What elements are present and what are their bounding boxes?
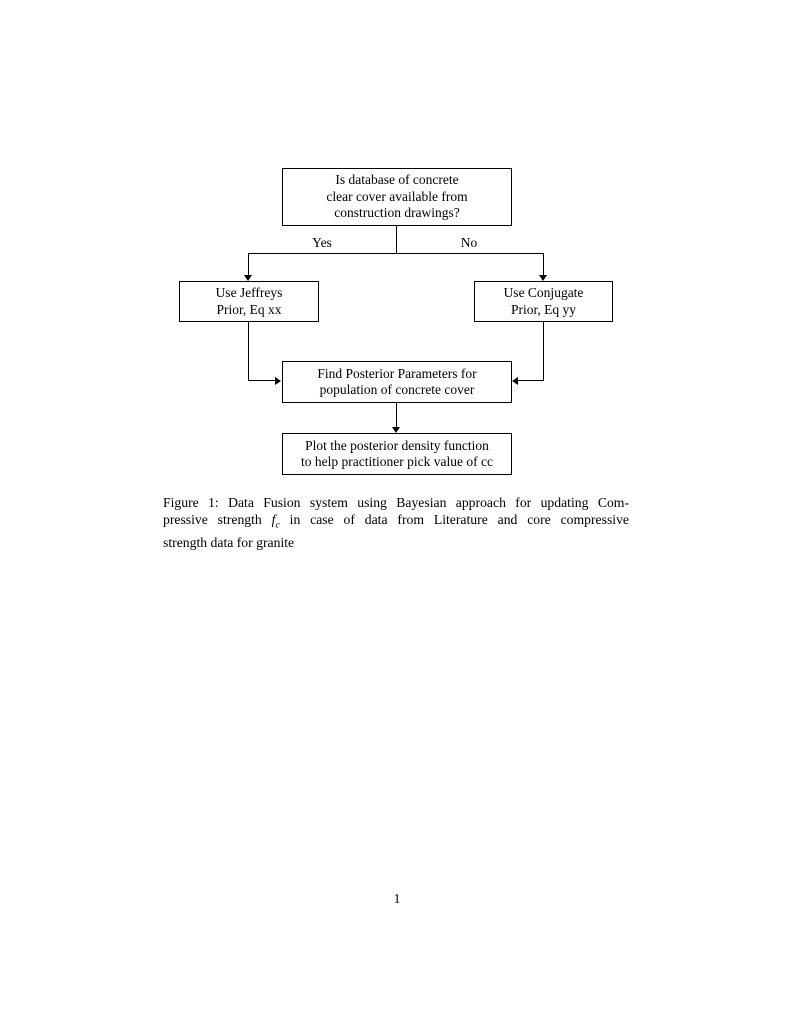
node-text-line: Use Conjugate	[503, 285, 584, 301]
math-fc-symbol: fc	[271, 512, 280, 531]
connector-conjugate-elbow	[517, 380, 544, 381]
node-text-line: Is database of concrete	[335, 172, 459, 188]
node-text-line: to help practitioner pick value of cc	[301, 454, 493, 469]
figure-caption: Figure 1: Data Fusion system using Bayes…	[163, 494, 629, 551]
connector-posterior-stem	[396, 403, 397, 428]
edge-label-yes: Yes	[312, 235, 332, 250]
node-conjugate-prior: Use Conjugate Prior, Eq yy	[474, 281, 613, 322]
caption-line-3: strength data for granite	[163, 535, 295, 551]
edge-label-no: No	[460, 235, 478, 250]
node-text-line: Plot the posterior density function	[305, 437, 489, 453]
node-text-line: Find Posterior Parameters for	[317, 365, 477, 381]
connector-decision-stem	[396, 225, 397, 254]
caption-line-2: pressive strength fc in case of data fro…	[163, 511, 629, 534]
caption-line-2-post: in case of data from Literature and core…	[289, 512, 630, 528]
connector-yes-drop	[248, 253, 249, 276]
connector-branch-bar	[248, 253, 544, 254]
node-text-line: Use Jeffreys	[215, 285, 283, 301]
page-number: 1	[393, 891, 401, 906]
connector-jeffreys-elbow	[248, 380, 276, 381]
caption-line-1: Figure 1: Data Fusion system using Bayes…	[163, 495, 629, 510]
arrowhead-posterior-icon	[392, 427, 400, 433]
node-text-line: Prior, Eq xx	[216, 301, 282, 317]
arrowhead-yes-icon	[244, 275, 252, 281]
connector-no-drop	[543, 253, 544, 276]
node-jeffreys-prior: Use Jeffreys Prior, Eq xx	[179, 281, 319, 322]
math-variable: f	[271, 512, 276, 528]
node-text-line: Prior, Eq yy	[510, 301, 577, 317]
arrowhead-conjugate-icon	[512, 377, 518, 385]
node-text-line: construction drawings?	[334, 205, 460, 221]
connector-conjugate-down	[543, 322, 544, 381]
node-decision: Is database of concrete clear cover avai…	[282, 168, 512, 226]
arrowhead-no-icon	[539, 275, 547, 281]
math-subscript: c	[275, 519, 280, 531]
node-plot-density: Plot the posterior density function to h…	[282, 433, 512, 475]
node-posterior-parameters: Find Posterior Parameters for population…	[282, 361, 512, 403]
node-text-line: clear cover available from	[326, 188, 468, 204]
caption-line-2-pre: pressive strength	[163, 512, 262, 528]
connector-jeffreys-down	[248, 322, 249, 381]
arrowhead-jeffreys-icon	[275, 377, 281, 385]
node-text-line: population of concrete cover	[319, 382, 475, 397]
